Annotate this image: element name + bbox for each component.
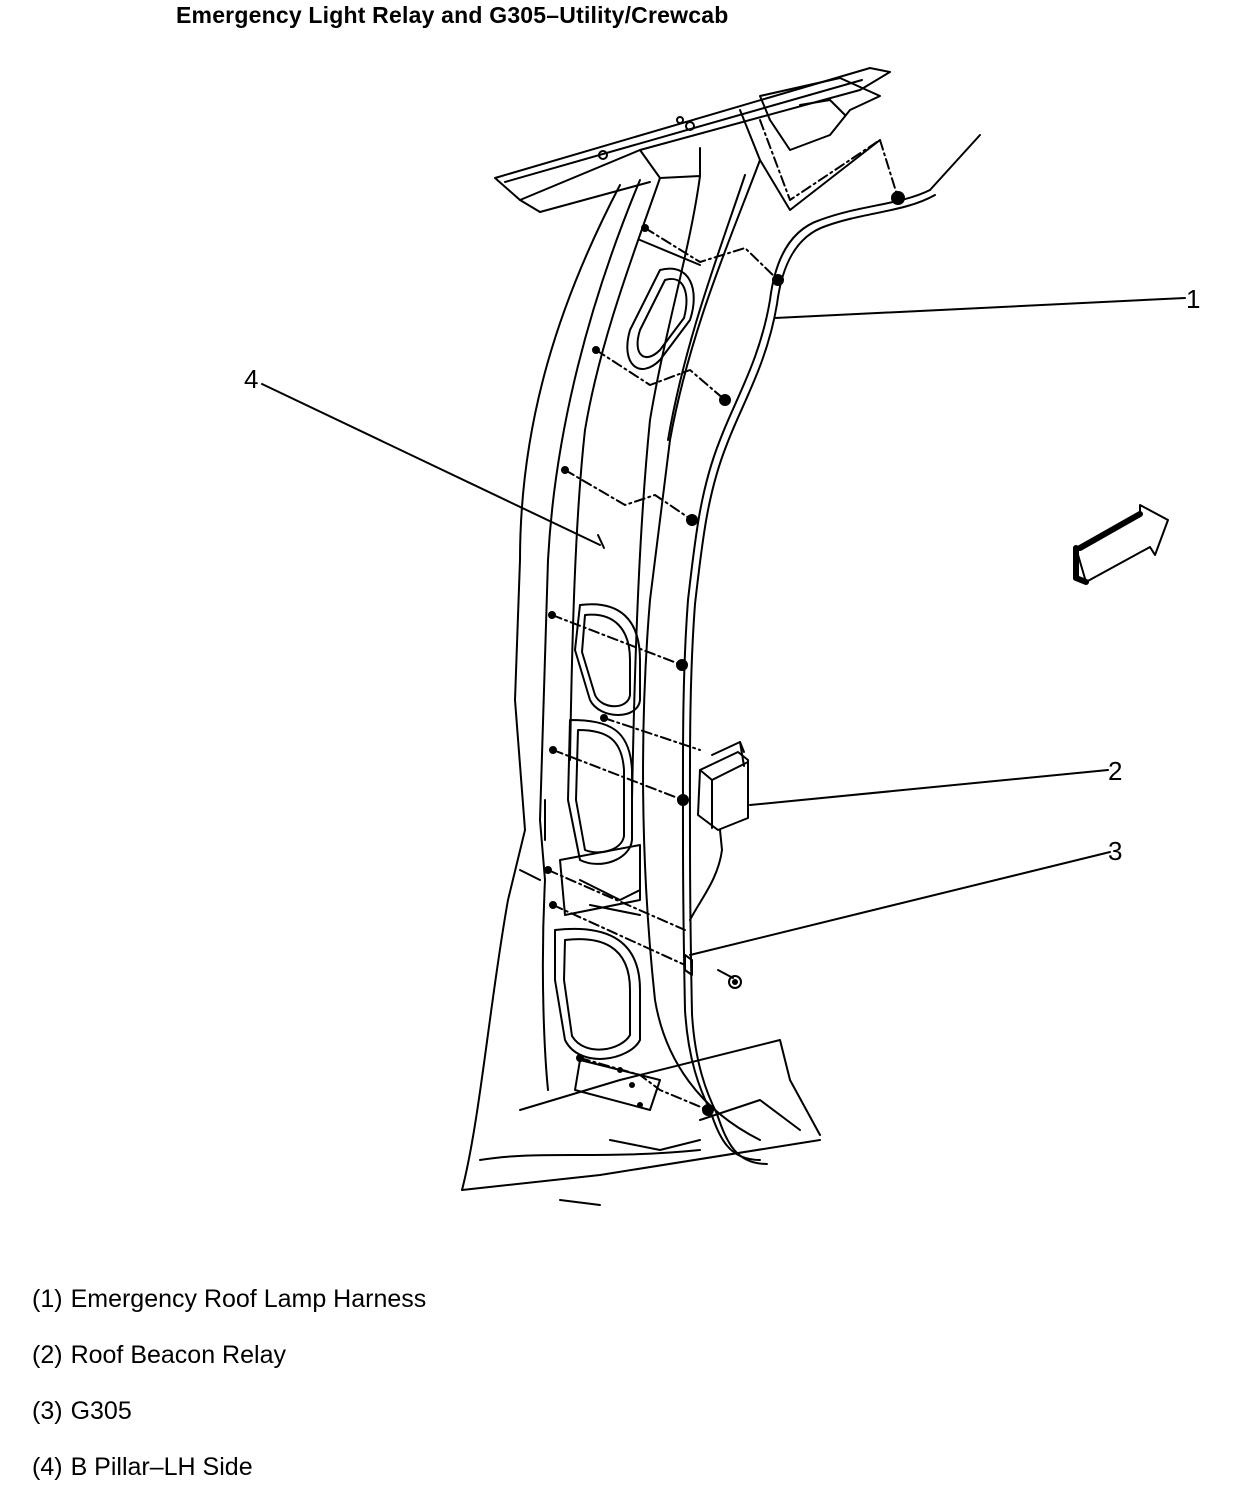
parts-legend: (1)Emergency Roof Lamp Harness (2)Roof B…: [32, 1285, 426, 1509]
legend-item: (2)Roof Beacon Relay: [32, 1341, 426, 1397]
diagram-title: Emergency Light Relay and G305–Utility/C…: [176, 2, 729, 28]
roof-beacon-relay: [689, 741, 749, 921]
emergency-roof-lamp-harness: [676, 134, 981, 1165]
legend-number: (4): [32, 1453, 63, 1481]
upper-window-opening: [626, 239, 701, 370]
callout-2: 2: [1108, 756, 1122, 786]
b-pillar-body: [461, 159, 821, 1206]
callout-1: 1: [1186, 284, 1200, 314]
legend-number: (2): [32, 1341, 63, 1369]
forward-direction-arrow: [1073, 504, 1169, 585]
legend-item: (1)Emergency Roof Lamp Harness: [32, 1285, 426, 1341]
callout-leaders: [261, 297, 1186, 956]
middle-cutouts: [519, 603, 661, 1111]
legend-number: (3): [32, 1397, 63, 1425]
callout-4: 4: [244, 364, 258, 394]
legend-item: (4)B Pillar–LH Side: [32, 1453, 426, 1509]
legend-label: Emergency Roof Lamp Harness: [70, 1285, 427, 1313]
legend-label: Roof Beacon Relay: [70, 1341, 286, 1369]
fastener-points: [544, 224, 649, 1108]
attachment-leaders: [547, 119, 899, 1111]
legend-label: B Pillar–LH Side: [70, 1453, 253, 1481]
g305-ground-bolt: [684, 954, 742, 989]
legend-label: G305: [70, 1397, 132, 1425]
roof-rail: [494, 67, 891, 213]
callout-3: 3: [1108, 836, 1122, 866]
legend-number: (1): [32, 1285, 63, 1313]
b-pillar-illustration: 1 2 3 4: [244, 67, 1200, 1206]
legend-item: (3)G305: [32, 1397, 426, 1453]
